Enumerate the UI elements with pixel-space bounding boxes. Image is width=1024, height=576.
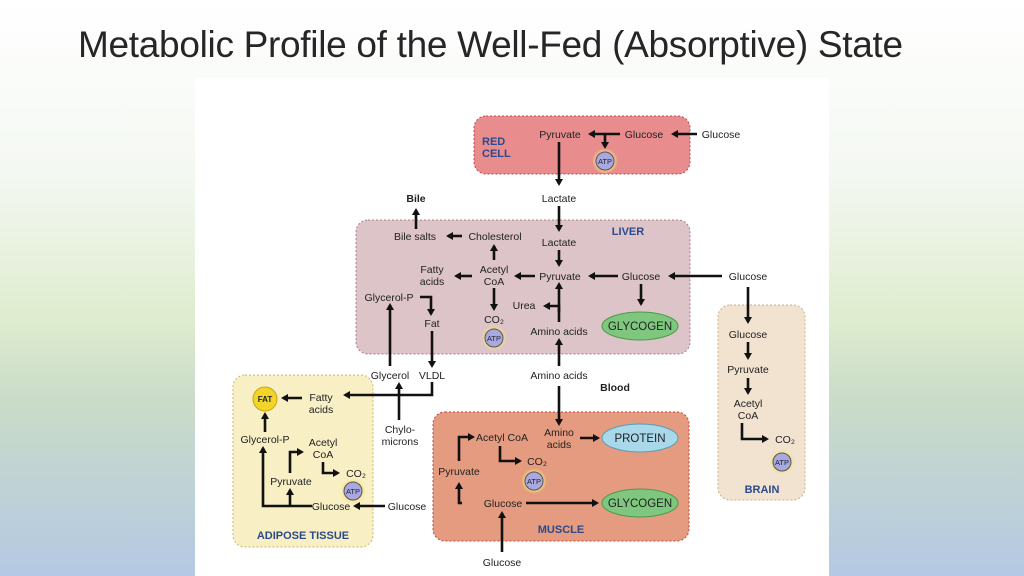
- muscle-amino-acids: Amino: [544, 427, 574, 439]
- adipose-co2: CO₂: [346, 468, 366, 480]
- fat-label: FAT: [258, 395, 273, 404]
- muscle-protein-node: [601, 423, 679, 453]
- liver-urea: Urea: [513, 300, 536, 312]
- pathway-arrows: [259, 130, 769, 552]
- glucose-to-adipose: Glucose: [388, 501, 427, 513]
- bile-label: Bile: [406, 193, 425, 205]
- liver-lactate: Lactate: [542, 237, 577, 249]
- adipose-glycerol-p: Glycerol-P: [240, 434, 289, 446]
- brain-glucose: Glucose: [729, 329, 768, 341]
- glucose-to-liver: Glucose: [729, 271, 768, 283]
- fat-node: [252, 386, 278, 412]
- liver-glycerol-p: Glycerol-P: [364, 292, 413, 304]
- brain-pyruvate: Pyruvate: [727, 364, 769, 376]
- muscle-pyruvate: Pyruvate: [438, 466, 480, 478]
- red-cell-box: [473, 115, 691, 175]
- liver-glycogen-node: [601, 311, 679, 341]
- rbc-glucose: Glucose: [625, 129, 664, 141]
- muscle-label: MUSCLE: [538, 524, 584, 536]
- atp-icons: [340, 148, 795, 504]
- liver-fatty-acids: Fatty: [420, 264, 444, 276]
- adipose-glucose: Glucose: [312, 501, 351, 513]
- vldl-label: VLDL: [419, 370, 445, 382]
- brain-acetyl-coa: CoA: [738, 410, 758, 422]
- liver-glycogen-label: GLYCOGEN: [608, 321, 672, 333]
- lactate-blood: Lactate: [542, 193, 577, 205]
- protein-label: PROTEIN: [614, 433, 665, 445]
- liver-co2: CO₂: [484, 314, 504, 326]
- adipose-acetyl-coa: CoA: [313, 449, 333, 461]
- adipose-fatty-acids: acids: [309, 404, 334, 416]
- rbc-pyruvate: Pyruvate: [539, 129, 581, 141]
- muscle-co2: CO₂: [527, 456, 547, 468]
- adipose-fatty-acids: Fatty: [309, 392, 333, 404]
- amino-acids-blood: Amino acids: [530, 370, 587, 382]
- liver-fat: Fat: [424, 318, 439, 330]
- adipose-pyruvate: Pyruvate: [270, 476, 312, 488]
- liver-cholesterol: Cholesterol: [468, 231, 521, 243]
- liver-label: LIVER: [612, 226, 644, 238]
- brain-acetyl-coa: Acetyl: [734, 398, 763, 410]
- chylomicrons-label: Chylo-: [385, 424, 416, 436]
- muscle-acetyl-coa: Acetyl CoA: [476, 432, 528, 444]
- muscle-glucose: Glucose: [484, 498, 523, 510]
- rbc-glucose-in: Glucose: [702, 129, 741, 141]
- glycerol-label: Glycerol: [371, 370, 410, 382]
- blood-label: Blood: [600, 382, 630, 394]
- red-cell-label: CELL: [482, 148, 511, 160]
- muscle-amino-acids: acids: [547, 439, 572, 451]
- brain-label: BRAIN: [745, 484, 780, 496]
- liver-fatty-acids: acids: [420, 276, 445, 288]
- red-cell-label: RED: [482, 136, 505, 148]
- liver-acetyl-coa: Acetyl: [480, 264, 509, 276]
- slide-title: Metabolic Profile of the Well-Fed (Absor…: [78, 24, 903, 65]
- atp-label: ATP: [487, 334, 501, 343]
- liver-pyruvate: Pyruvate: [539, 271, 581, 283]
- atp-label: ATP: [775, 458, 789, 467]
- liver-acetyl-coa: CoA: [484, 276, 504, 288]
- adipose-acetyl-coa: Acetyl: [309, 437, 338, 449]
- atp-label: ATP: [598, 157, 612, 166]
- atp-label: ATP: [527, 477, 541, 486]
- liver-amino-acids: Amino acids: [530, 326, 587, 338]
- liver-glucose: Glucose: [622, 271, 661, 283]
- muscle-glycogen-label: GLYCOGEN: [608, 498, 672, 510]
- glucose-to-muscle: Glucose: [483, 557, 522, 569]
- chylomicrons-label: microns: [382, 436, 419, 448]
- adipose-label: ADIPOSE TISSUE: [257, 530, 349, 542]
- muscle-glycogen-node: [601, 488, 679, 518]
- atp-label: ATP: [346, 487, 360, 496]
- brain-co2: CO₂: [775, 434, 795, 446]
- liver-bile-salts: Bile salts: [394, 231, 436, 243]
